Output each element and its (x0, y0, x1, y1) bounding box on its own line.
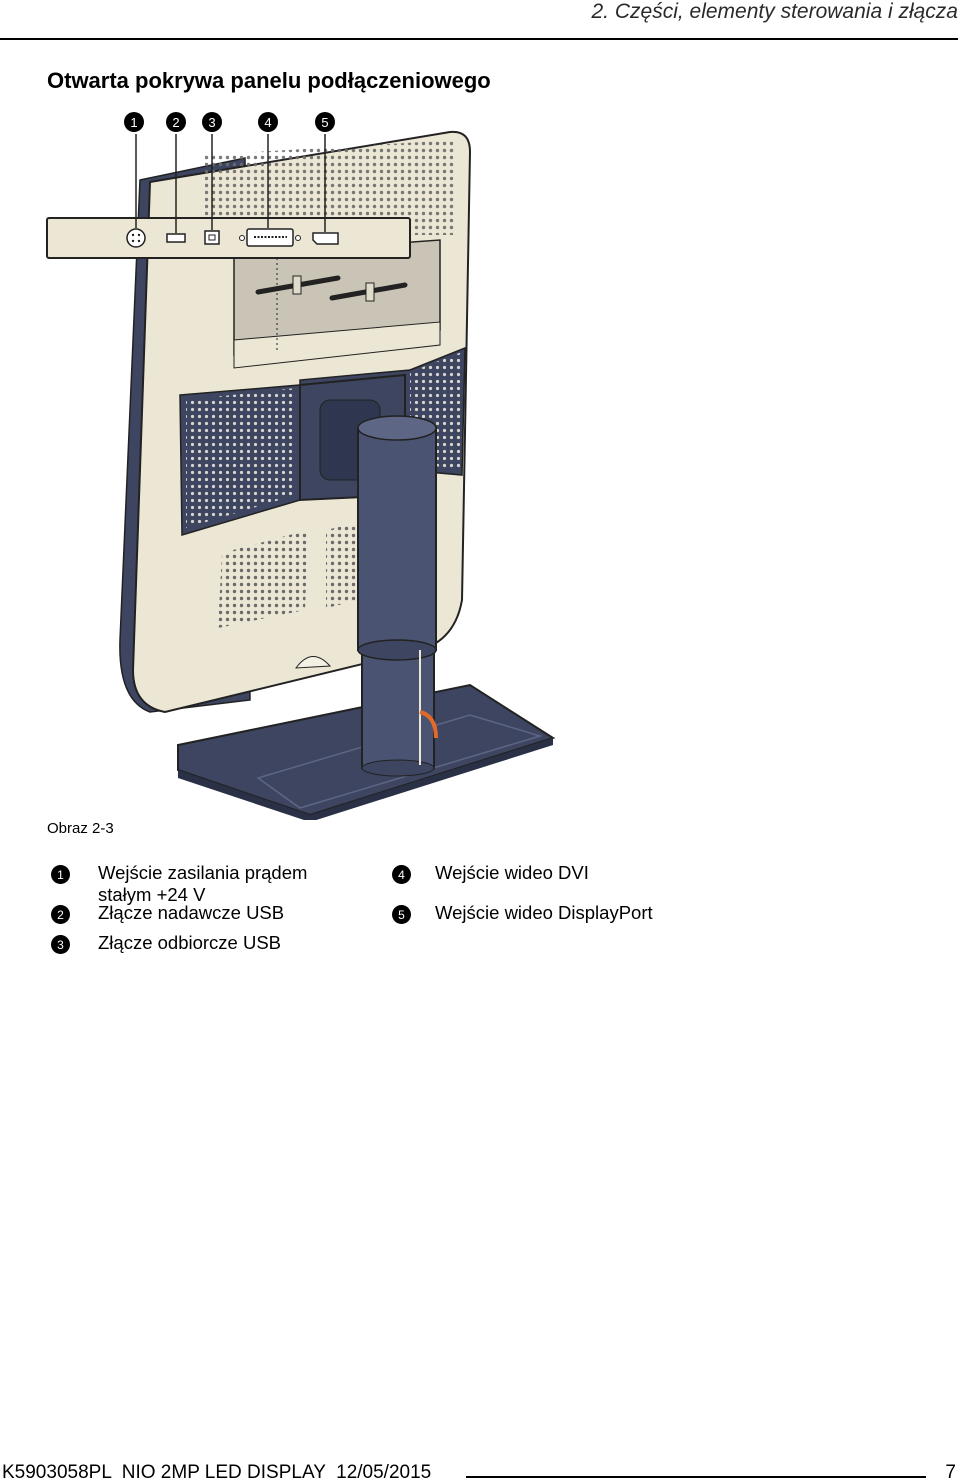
top-rule (0, 38, 958, 40)
footer-date: 12/05/2015 (336, 1462, 432, 1483)
legend-item: 3 Złącze odbiorcze USB (51, 932, 281, 954)
vent-lower-mid (326, 522, 360, 608)
connector-panel (46, 217, 411, 259)
footer-rule (466, 1476, 926, 1478)
legend-item: 1 Wejście zasilania prądem stałym +24 V (51, 862, 351, 906)
monitor-illustration: 1 2 3 4 5 (46, 112, 556, 820)
svg-text:2: 2 (172, 115, 179, 130)
legend-badge: 1 (51, 865, 70, 884)
svg-text:5: 5 (321, 115, 328, 130)
legend-text: Wejście wideo DVI (435, 862, 589, 883)
callout-leaders (135, 134, 326, 233)
stand-column-upper (357, 427, 437, 651)
legend: 1 Wejście zasilania prądem stałym +24 V … (47, 856, 747, 966)
page-footer: K5903058PL NIO 2MP LED DISPLAY 12/05/201… (0, 1462, 960, 1484)
legend-item: 2 Złącze nadawcze USB (51, 902, 284, 924)
callout-5: 5 (315, 112, 335, 132)
svg-text:4: 4 (264, 115, 271, 130)
displayport-connector (312, 232, 339, 245)
usb-downstream-connector (204, 230, 220, 245)
footer-doc-id: K5903058PL (2, 1462, 112, 1483)
legend-item: 4 Wejście wideo DVI (392, 862, 589, 884)
callout-2: 2 (166, 112, 186, 132)
figure-caption: Obraz 2-3 (47, 820, 114, 837)
usb-upstream-connector (166, 233, 186, 243)
legend-badge: 3 (51, 935, 70, 954)
callout-1: 1 (124, 112, 144, 132)
svg-text:1: 1 (130, 115, 137, 130)
callout-3: 3 (202, 112, 222, 132)
legend-text: Wejście wideo DisplayPort (435, 902, 653, 923)
section-title: Otwarta pokrywa panelu podłączeniowego (47, 68, 491, 93)
legend-badge: 5 (392, 905, 411, 924)
legend-text: Złącze nadawcze USB (98, 902, 285, 923)
bay-ledge (233, 321, 441, 369)
legend-item: 5 Wejście wideo DisplayPort (392, 902, 653, 924)
stand-column-lower (361, 649, 435, 769)
legend-text: Złącze odbiorcze USB (98, 932, 282, 953)
legend-badge: 4 (392, 865, 411, 884)
cable-orange (419, 710, 438, 739)
callout-4: 4 (258, 112, 278, 132)
legend-text: Wejście zasilania prądem stałym +24 V (98, 862, 308, 905)
legend-badge: 2 (51, 905, 70, 924)
footer-product: NIO 2MP LED DISPLAY (121, 1462, 326, 1483)
page-number: 7 (945, 1462, 956, 1483)
chapter-heading: 2. Części, elementy sterowania i złącza (591, 0, 959, 23)
footer-left: K5903058PL NIO 2MP LED DISPLAY 12/05/201… (2, 1462, 431, 1484)
svg-text:3: 3 (208, 115, 215, 130)
dc-power-connector (126, 228, 146, 248)
vent-lower-left (218, 530, 308, 628)
